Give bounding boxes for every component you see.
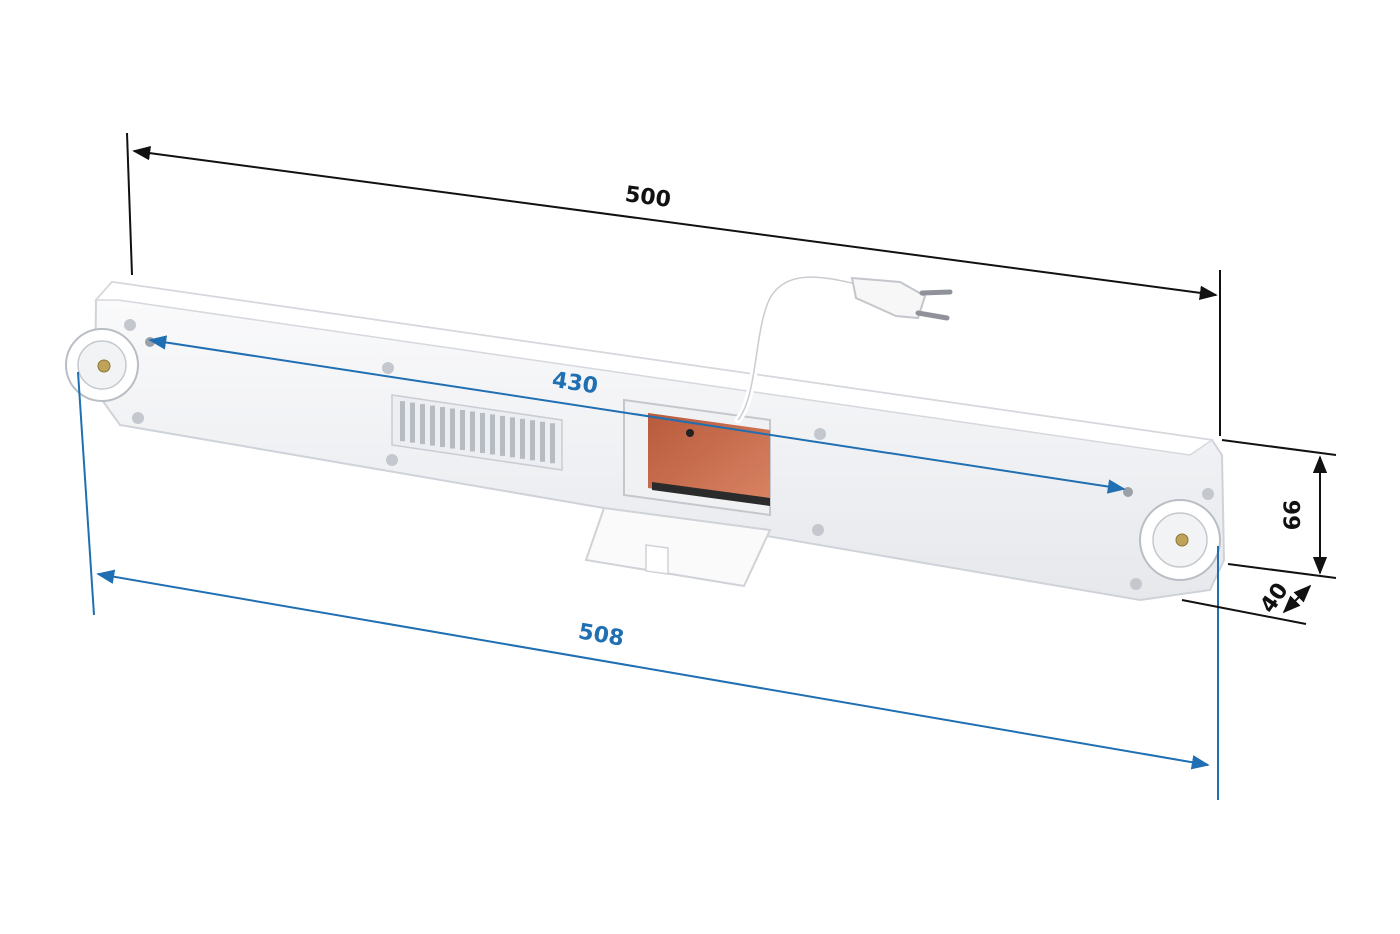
vent-slot	[400, 401, 405, 442]
vent-slot	[410, 402, 415, 443]
vent-slot	[450, 408, 455, 449]
label-depth: 40	[1256, 579, 1294, 618]
vent-slot	[510, 417, 515, 458]
vent-slot	[550, 423, 555, 464]
right-mounting-bracket	[1139, 499, 1221, 581]
vent-slot	[530, 420, 535, 461]
vent-slot	[460, 410, 465, 450]
vent-slot	[520, 418, 525, 459]
vent-slot	[490, 414, 495, 455]
vent-slot	[440, 407, 445, 448]
label-height: 66	[1281, 500, 1306, 531]
dimension-mount-spacing: 430	[148, 335, 1126, 494]
wall-light-housing	[65, 280, 1226, 602]
label-total-width: 508	[576, 619, 625, 651]
vent-slot	[430, 405, 435, 446]
vent-slot	[480, 412, 485, 453]
vent-slot	[500, 415, 505, 456]
label-overall-length: 500	[623, 182, 672, 213]
dimension-overall-length: 500	[126, 132, 1221, 436]
vent-slot	[420, 404, 425, 445]
left-mounting-bracket	[65, 328, 139, 402]
vent-slot	[470, 411, 475, 452]
vent-slot	[540, 421, 545, 462]
dimension-height: 66	[1221, 439, 1337, 579]
wiring-compartment	[623, 398, 771, 517]
